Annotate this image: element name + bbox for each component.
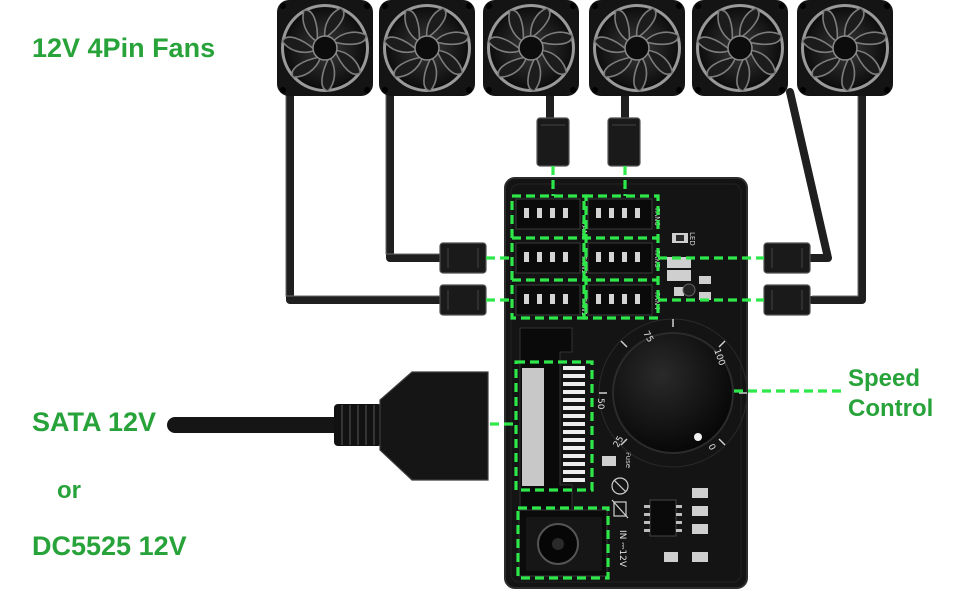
dc-jack [518,509,608,577]
dial-mark-75: 75 [640,330,654,345]
left-plug-lower [439,284,487,316]
header-fan3 [515,242,581,274]
header-fan5 [587,242,653,274]
right-plug-upper [763,242,811,274]
speed-label-line1: Speed [848,365,921,392]
smd-components [667,233,711,300]
fuse-component [602,456,616,466]
dial-mark-50: 50 [595,398,605,410]
fan-6-icon [796,0,894,97]
fan-3-icon [482,0,580,97]
input-marking: IN ⎓12V [617,530,627,568]
speed-dial [598,318,748,468]
header-fan1 [515,284,581,316]
fuse-marking: Fuse [624,452,632,468]
left-plug-upper [439,242,487,274]
header-fan6 [587,198,653,230]
fans-title-label: 12V 4Pin Fans [32,33,216,63]
header-fan4 [587,284,653,316]
fan-cable-highlights [285,92,859,297]
dial-mark-0: 0 [705,443,717,453]
dc-label: DC5525 12V [32,531,187,561]
header-label-fan6: FAN6 [653,208,661,226]
fan-5-icon [691,0,789,97]
right-plug-lower [763,284,811,316]
speed-label-line2: Control [848,395,934,422]
fan-4-icon [588,0,686,97]
pcb-symbols [611,477,629,519]
header-fan2 [515,198,581,230]
dial-mark-25: 25 [612,435,626,450]
header-label-fan5: FAN5 [653,250,661,268]
highlight-dashes [486,166,842,580]
header-label-fan4: FAN4 [653,292,661,310]
sata-cable [167,371,489,481]
fan-cables [286,88,866,304]
fan-1-icon [276,0,374,97]
led-marking: LED [688,232,696,246]
ic-chip [644,499,682,537]
smd-lower [664,488,708,562]
sata-label: SATA 12V [32,407,157,437]
top-fan-plugs [536,117,641,167]
fan-2-icon [378,0,476,97]
or-label: or [57,477,81,504]
